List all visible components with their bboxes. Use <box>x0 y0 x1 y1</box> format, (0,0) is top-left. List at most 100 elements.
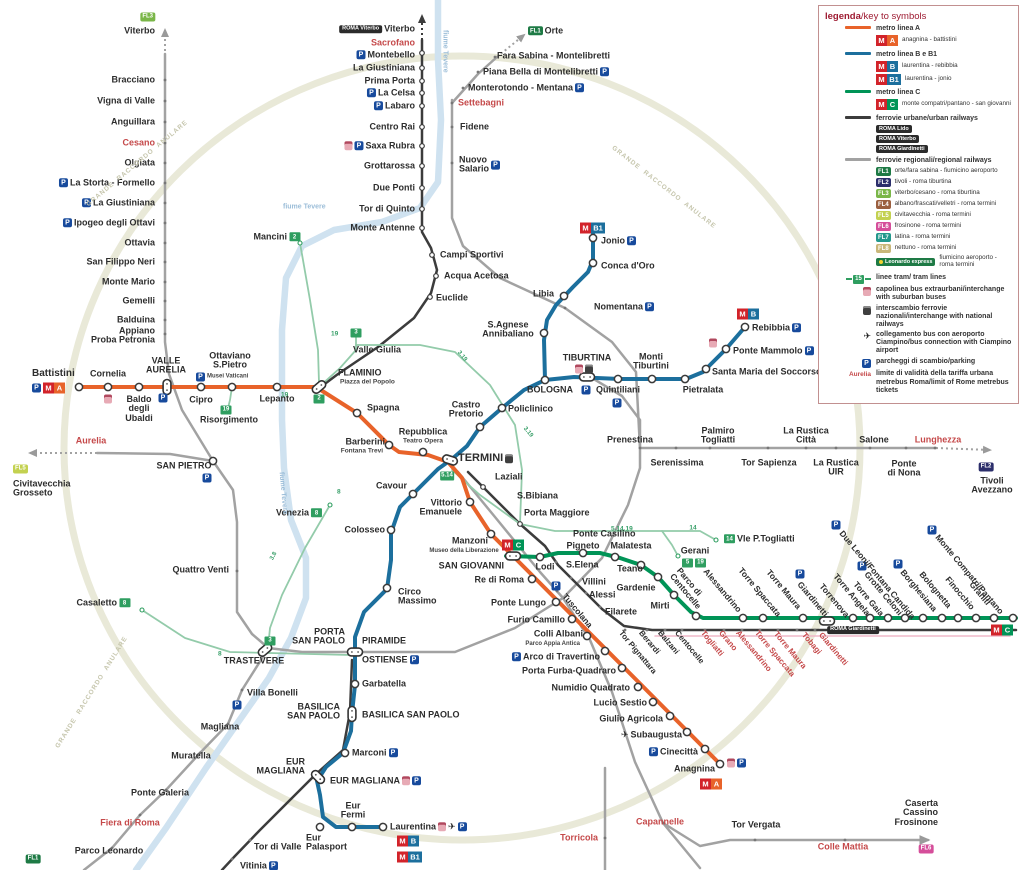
legend-item-label: interscambio ferrovie nazionali/intercha… <box>876 304 993 328</box>
legend-item-label: metro linea B e B1 <box>876 50 938 58</box>
station-dot <box>613 374 623 384</box>
station-dot <box>350 679 360 689</box>
line-fl1-ne-arrow <box>496 33 526 58</box>
pill-dot <box>446 458 448 460</box>
national-rail-icon <box>863 305 871 315</box>
station-dot <box>971 613 981 623</box>
station-dot <box>384 440 394 450</box>
station-tick <box>758 628 762 632</box>
station-tick <box>753 838 757 842</box>
station-dot-small <box>419 163 425 169</box>
station-tick <box>766 446 770 450</box>
interchange-pill <box>441 454 459 466</box>
station-tick <box>563 306 567 310</box>
station-dot <box>272 382 282 392</box>
legend-line-swatch <box>845 51 871 55</box>
pill-dot <box>314 773 317 776</box>
station-dot <box>378 822 388 832</box>
legend-subitem-text: laurentina - rebibbia <box>902 61 958 69</box>
legend-subitem-text: monte compatri/pantano - san giovanni <box>902 100 1011 108</box>
station-dot <box>647 374 657 384</box>
line-metro-b1 <box>542 232 595 382</box>
pill-dot <box>320 384 323 386</box>
station-dot <box>758 613 768 623</box>
line-tram-8 <box>267 504 331 649</box>
interchange-pill <box>347 705 357 723</box>
tariff-limit-swatch: Aurelia <box>848 371 871 379</box>
legend-item-label: capolinea bus extraurbani/interchange wi… <box>876 286 1005 302</box>
station-tick <box>235 569 239 573</box>
legend-item-label: metro linea C <box>876 89 921 97</box>
station-dot-small <box>419 124 425 130</box>
station-tick <box>226 722 230 726</box>
station-dot <box>103 382 113 392</box>
station-tick <box>843 838 847 842</box>
legend-subitem-text: albano/frascati/velletri - roma termini <box>894 200 997 208</box>
station-dot <box>738 613 748 623</box>
rail-line-badge-fl1: FL1 <box>876 167 891 177</box>
interchange-pill <box>818 616 836 626</box>
station-dot <box>196 382 206 392</box>
rail-line-badge-fl8: FL8 <box>876 244 891 254</box>
station-dot <box>408 489 418 499</box>
pill-dot <box>829 620 831 622</box>
station-dot <box>486 529 496 539</box>
station-tick <box>740 628 744 632</box>
station-dot <box>559 291 569 301</box>
interchange-pill <box>310 769 326 785</box>
station-tick <box>163 221 167 225</box>
parking-icon: P <box>862 358 871 368</box>
rail-line-badge-fl2: FL2 <box>876 178 891 188</box>
station-dot <box>74 382 84 392</box>
station-tick <box>476 70 480 74</box>
station-dot-small <box>419 103 425 109</box>
station-tick <box>138 813 142 817</box>
leonardo-express-badge: Leonardo express <box>876 258 936 267</box>
pill-dot <box>351 716 353 718</box>
station-tick <box>450 101 454 105</box>
station-dot <box>937 613 947 623</box>
station-dot-small <box>419 65 425 71</box>
station-tick <box>661 821 665 825</box>
station-tick <box>722 628 726 632</box>
station-dot <box>465 497 475 507</box>
station-dot <box>134 382 144 392</box>
line-roma-giardinetti <box>466 470 1018 632</box>
station-dot <box>382 583 392 593</box>
station-dot <box>1008 613 1018 623</box>
tram-stop-dot <box>297 240 303 246</box>
station-dot <box>610 552 620 562</box>
station-dot-small <box>433 273 439 279</box>
legend-item-label: limite di validità della tariffa urbana … <box>876 370 1009 394</box>
legend-subitem-text: viterbo/cesano - roma tiburtina <box>894 189 980 197</box>
station-dot <box>682 727 692 737</box>
line-tram-2 <box>299 242 320 384</box>
urban-rail-route-badge: ROMA Lido <box>876 124 912 133</box>
station-dot <box>475 422 485 432</box>
pill-dot <box>261 651 264 653</box>
station-dot-small <box>427 294 433 300</box>
urban-rail-route-badge: ROMA Viterbo <box>876 134 919 143</box>
station-tick <box>638 446 642 450</box>
station-tick <box>680 628 684 632</box>
line-fl1-northeast <box>450 55 499 105</box>
station-tick <box>163 318 167 322</box>
station-dot <box>648 697 658 707</box>
station-dot <box>669 590 679 600</box>
station-dot-small <box>419 185 425 191</box>
tram-stop-dot <box>139 607 145 613</box>
line-tram-risorgimento <box>227 386 233 409</box>
station-tick <box>933 446 937 450</box>
rail-line-badge-fl7: FL7 <box>876 233 891 243</box>
station-dot <box>588 258 598 268</box>
station-dot <box>865 613 875 623</box>
